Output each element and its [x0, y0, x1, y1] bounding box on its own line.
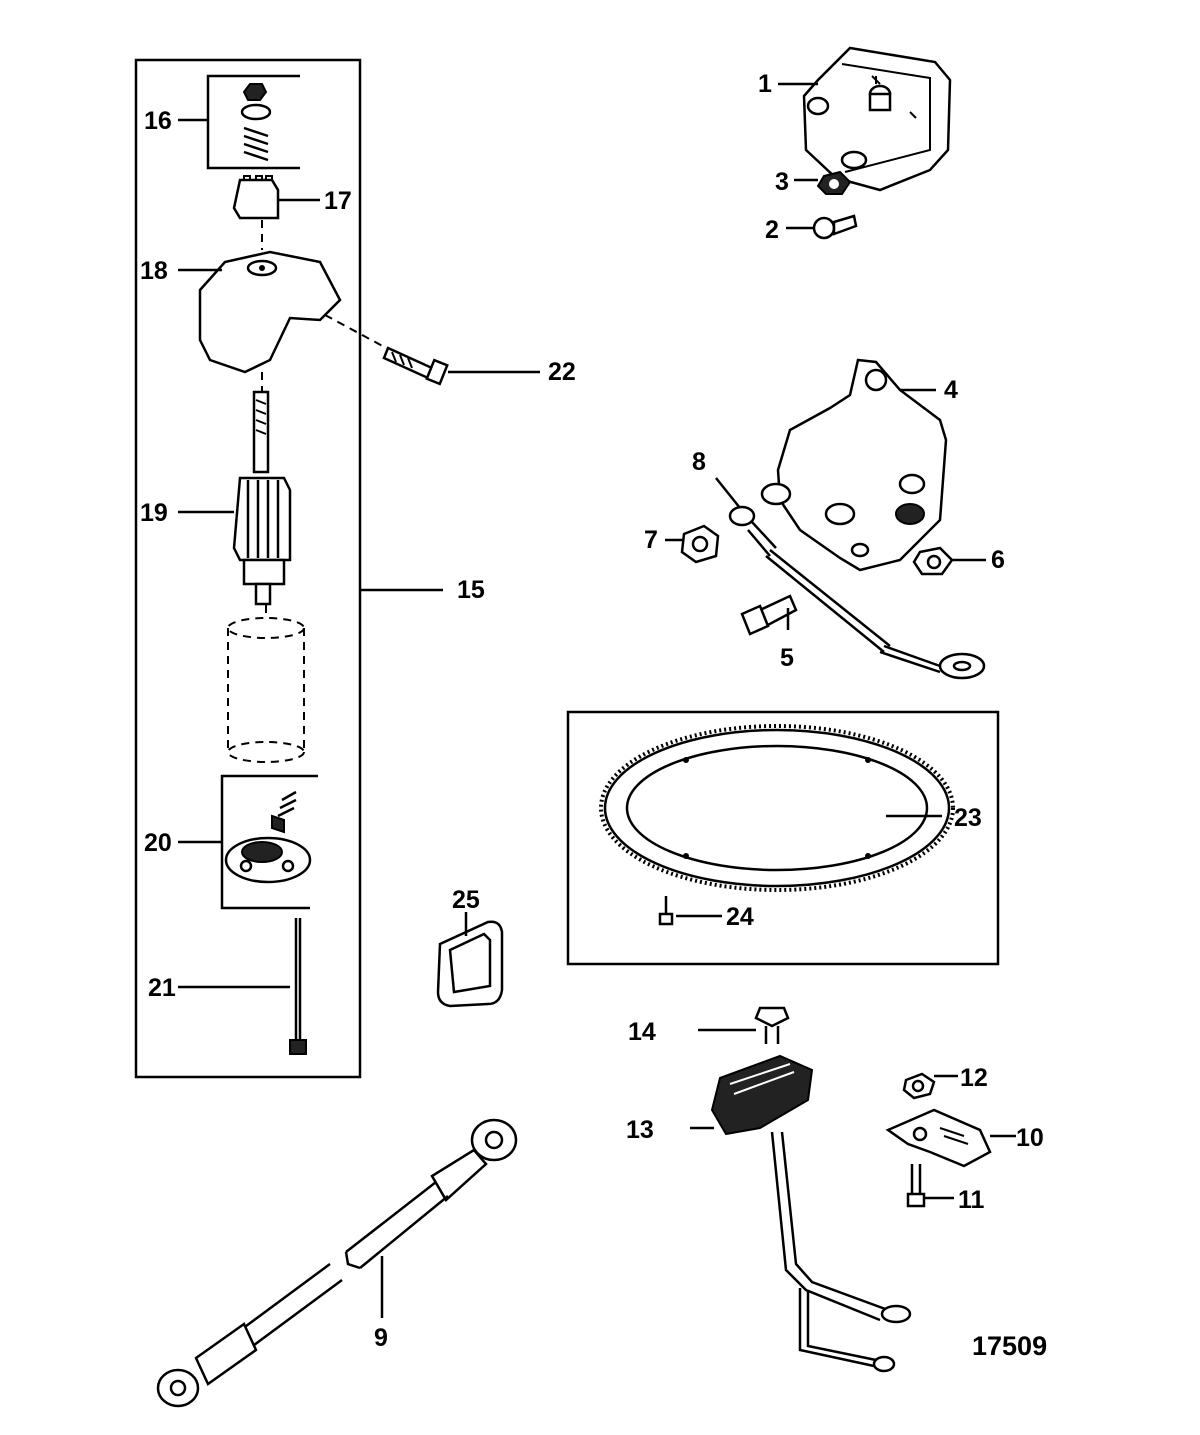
callout-labels: 1 2 3 4 5 6 7 8 9 10 11 12 13 14 15 16 1… [140, 70, 1047, 1361]
through-bolt [178, 918, 307, 1055]
solenoid-switch [778, 46, 952, 192]
callout-4: 4 [944, 376, 958, 404]
figure-number: 17509 [972, 1331, 1047, 1361]
screw-part [906, 1164, 954, 1208]
rectifier [690, 1054, 912, 1373]
bolt-part [698, 1006, 790, 1044]
callout-16: 16 [144, 107, 172, 135]
grommet [436, 912, 504, 1008]
clamp-part [885, 1108, 1016, 1168]
callout-17: 17 [324, 187, 352, 215]
callout-18: 18 [140, 257, 168, 285]
callout-10: 10 [1016, 1124, 1044, 1152]
callout-8: 8 [692, 448, 706, 476]
callout-22: 22 [548, 358, 576, 386]
mounting-bolt [382, 346, 540, 386]
callout-19: 19 [140, 499, 168, 527]
washer-part [240, 103, 272, 121]
callout-25: 25 [452, 886, 480, 914]
callout-21: 21 [148, 974, 176, 1002]
nut-part [242, 83, 268, 101]
callout-7: 7 [644, 526, 658, 554]
nut-part [912, 546, 986, 576]
callout-6: 6 [991, 546, 1005, 574]
callout-20: 20 [144, 829, 172, 857]
nut-part [902, 1072, 958, 1100]
bolt-part [740, 594, 798, 636]
callout-12: 12 [960, 1064, 988, 1092]
ground-cable [715, 477, 986, 680]
callout-23: 23 [954, 804, 982, 832]
callout-9: 9 [374, 1324, 388, 1352]
screw-part [658, 896, 722, 926]
callout-11: 11 [958, 1186, 985, 1214]
brush-plate-group [178, 774, 318, 910]
callout-3: 3 [775, 168, 789, 196]
starter-solenoid [760, 358, 948, 572]
nut-part [794, 170, 852, 195]
callout-24: 24 [726, 903, 754, 931]
spring-part [243, 126, 269, 162]
battery-cable [156, 1118, 518, 1408]
callout-5: 5 [780, 644, 794, 672]
nut-part [665, 524, 720, 564]
callout-15: 15 [457, 576, 485, 604]
starter-motor-assembly-box [134, 58, 443, 1079]
motor-frame [227, 605, 305, 763]
armature [178, 390, 292, 606]
callout-13: 13 [626, 1116, 654, 1144]
callout-14: 14 [628, 1018, 656, 1046]
drive-hardware-group [178, 74, 300, 170]
drive-end-cap [178, 250, 391, 374]
ring-gear-box [566, 710, 1000, 966]
screw-part [786, 214, 858, 240]
starter-drive-pinion [232, 175, 320, 220]
callout-2: 2 [765, 216, 779, 244]
callout-1: 1 [758, 70, 772, 98]
